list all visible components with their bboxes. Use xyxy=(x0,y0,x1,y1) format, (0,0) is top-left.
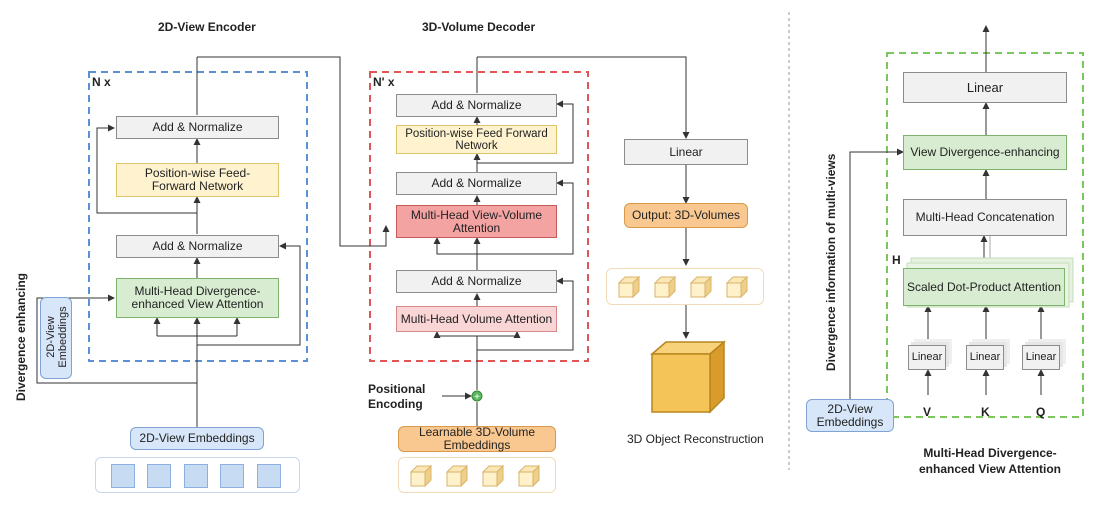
detail-dashed-frame xyxy=(886,52,1084,418)
input-v-label: V xyxy=(923,405,932,419)
reconstruction-cubes xyxy=(617,275,749,299)
detail-embeddings: 2D-View Embeddings xyxy=(806,399,894,432)
detail-linear-top: Linear xyxy=(903,72,1067,103)
decoder-cubes xyxy=(409,464,541,488)
detail-caption-line-1: Multi-Head Divergence- xyxy=(923,446,1057,460)
positional-add-node xyxy=(471,390,483,402)
divergence-enhancing-label: Divergence enhancing xyxy=(14,272,28,402)
cube-icon xyxy=(689,275,713,299)
decoder-title: 3D-Volume Decoder xyxy=(422,20,536,34)
decoder-learnable-embeddings: Learnable 3D-Volume Embeddings xyxy=(398,426,556,452)
encoder-add-normalize-top: Add & Normalize xyxy=(116,116,279,139)
cube-icon xyxy=(517,464,541,488)
decoder-view-volume-attention: Multi-Head View-Volume Attention xyxy=(396,205,557,238)
view-tile xyxy=(220,464,244,488)
input-k-label: K xyxy=(981,405,990,419)
encoder-title: 2D-View Encoder xyxy=(158,20,256,34)
detail-caption: Multi-Head Divergence- enhanced View Att… xyxy=(904,445,1076,477)
encoder-divergence-attention: Multi-Head Divergence-enhanced View Atte… xyxy=(116,278,279,318)
encoder-side-embeddings-label: 2D-View Embeddings xyxy=(45,306,69,368)
reconstruction-linear: Linear xyxy=(624,139,748,165)
reconstructed-object-icon xyxy=(650,340,727,414)
encoder-feed-forward: Position-wise Feed-Forward Network xyxy=(116,163,279,197)
heads-label: H xyxy=(892,253,901,267)
positional-encoding-label: Positional Encoding xyxy=(368,382,442,412)
cube-icon xyxy=(653,275,677,299)
reconstruction-caption: 3D Object Reconstruction xyxy=(627,432,764,446)
encoder-view-tiles xyxy=(95,457,300,493)
encoder-side-embeddings: 2D-View Embeddings xyxy=(40,297,72,379)
detail-divergence-enhancing: View Divergence-enhancing xyxy=(903,135,1067,170)
decoder-dashed-frame xyxy=(369,71,589,362)
decoder-repeat-label: N' x xyxy=(373,75,395,89)
cube-icon xyxy=(725,275,749,299)
detail-concatenation: Multi-Head Concatenation xyxy=(903,199,1067,236)
detail-scaled-dot-product: Scaled Dot-Product Attention xyxy=(903,268,1065,306)
encoder-dashed-frame xyxy=(88,71,308,362)
cube-icon xyxy=(617,275,641,299)
detail-linear-v: Linear xyxy=(908,345,946,370)
detail-linear-k: Linear xyxy=(966,345,1004,370)
detail-caption-line-2: enhanced View Attention xyxy=(918,462,1062,476)
decoder-add-normalize-3: Add & Normalize xyxy=(396,270,557,293)
svg-text:+: + xyxy=(474,392,480,403)
positional-encoding-text: Positional Encoding xyxy=(368,382,426,411)
encoder-embeddings: 2D-View Embeddings xyxy=(130,427,264,450)
decoder-feed-forward: Position-wise Feed Forward Network xyxy=(396,125,557,154)
cube-icon xyxy=(409,464,433,488)
decoder-volume-attention: Multi-Head Volume Attention xyxy=(396,306,557,332)
detail-linear-q: Linear xyxy=(1022,345,1060,370)
view-tile xyxy=(184,464,208,488)
input-q-label: Q xyxy=(1036,405,1046,419)
decoder-volume-tiles xyxy=(398,457,556,493)
view-tile xyxy=(257,464,281,488)
cube-icon xyxy=(481,464,505,488)
reconstruction-output: Output: 3D-Volumes xyxy=(624,203,748,228)
reconstruction-volume-tiles xyxy=(606,268,764,305)
encoder-add-normalize-bottom: Add & Normalize xyxy=(116,235,279,258)
encoder-repeat-label: N x xyxy=(92,75,111,89)
view-tile xyxy=(147,464,171,488)
divergence-information-label: Divergence information of multi-views xyxy=(824,153,838,371)
cube-icon xyxy=(445,464,469,488)
view-tile xyxy=(111,464,135,488)
decoder-add-normalize-1: Add & Normalize xyxy=(396,94,557,117)
decoder-add-normalize-2: Add & Normalize xyxy=(396,172,557,195)
